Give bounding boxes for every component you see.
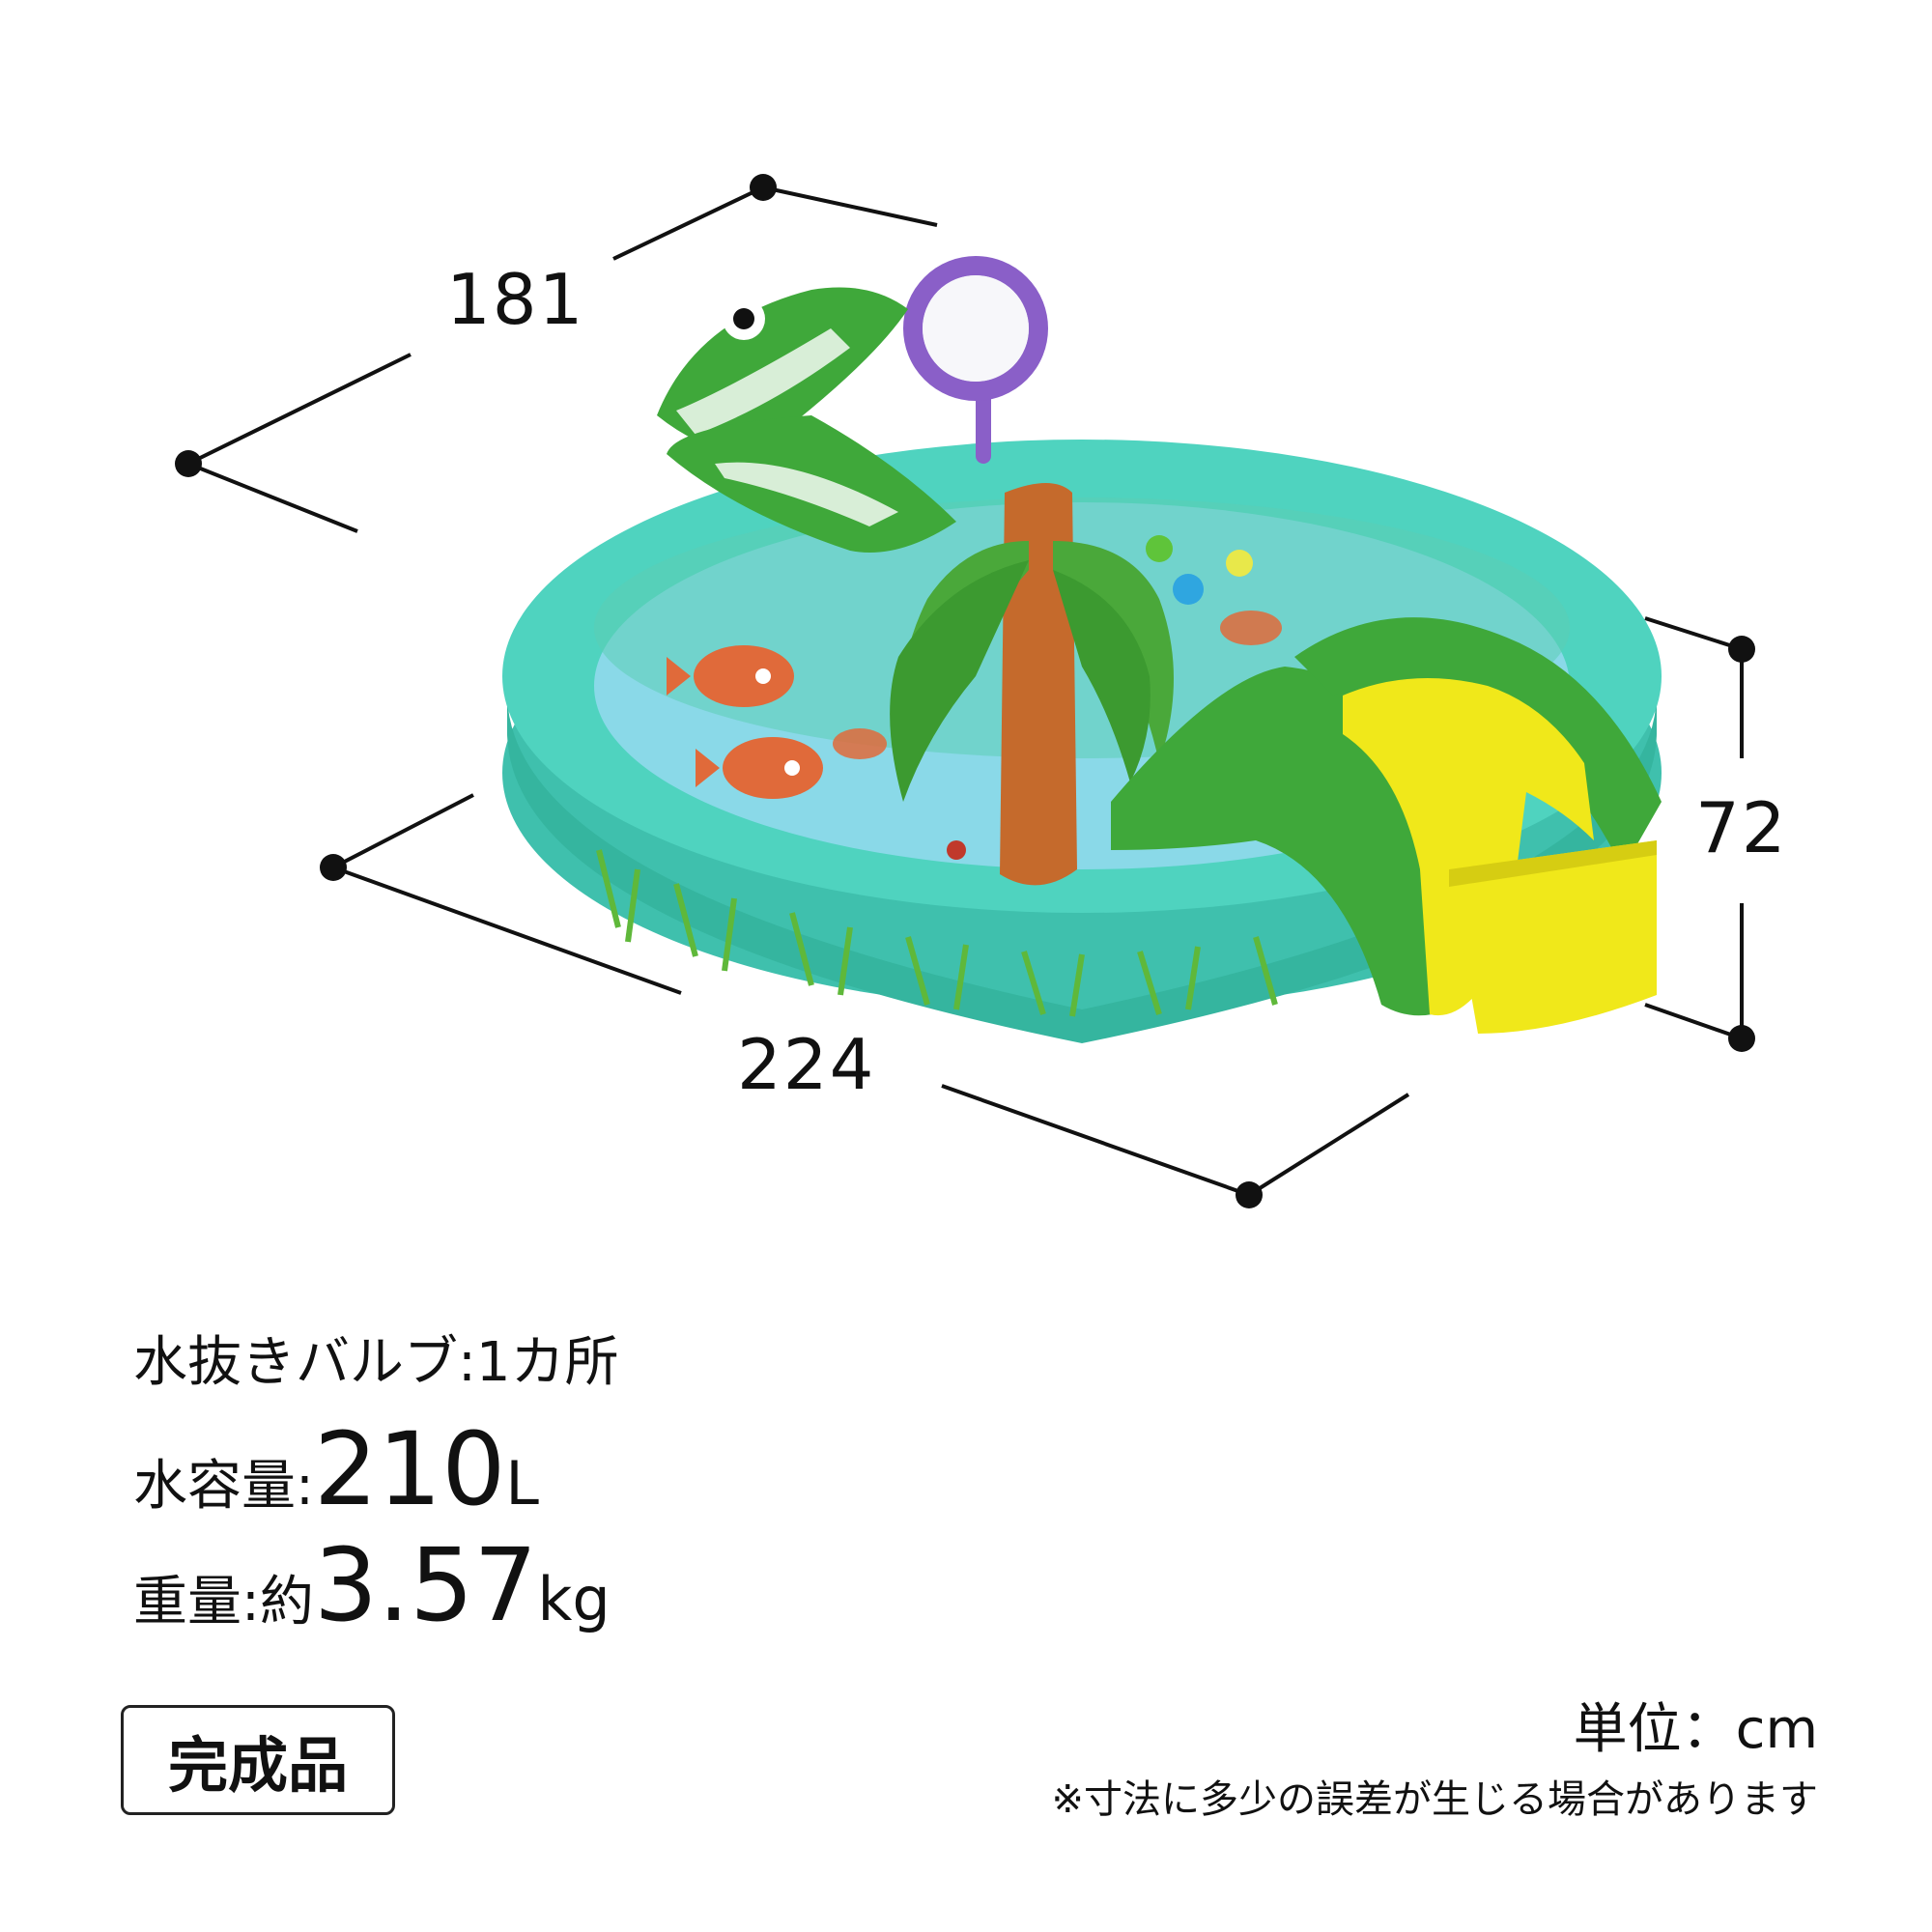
- dim-tick-width-a: [332, 793, 474, 869]
- spec-capacity-value: 210: [313, 1410, 506, 1528]
- spec-drain-value: 1カ所: [475, 1331, 619, 1394]
- spec-separator: :: [242, 1571, 260, 1634]
- dim-tick-depth-b: [762, 185, 938, 227]
- spec-capacity-label: 水容量: [133, 1455, 296, 1518]
- dim-dot: [1728, 1025, 1755, 1052]
- dim-tick-height-a: [1644, 616, 1743, 651]
- hoop: [903, 256, 1048, 464]
- palm-tree: [890, 483, 1174, 886]
- dimension-height-label: 72: [1695, 787, 1788, 868]
- spec-weight-unit: kg: [537, 1564, 611, 1634]
- grass-pattern: [596, 849, 1278, 1017]
- dimension-dots: [175, 174, 1755, 1208]
- dimension-lines: [187, 185, 1744, 1197]
- dimension-depth-label: 181: [446, 259, 585, 340]
- fish-toys: [667, 611, 1282, 799]
- spec-weight-prefix: 約: [259, 1571, 314, 1634]
- dim-tick-depth-a: [187, 462, 358, 533]
- dim-line-depth-left: [187, 353, 412, 466]
- dim-tick-width-b: [1247, 1093, 1410, 1197]
- assembled-badge: 完成品: [121, 1705, 395, 1815]
- balls: [1146, 535, 1253, 605]
- spec-weight-label: 重量: [133, 1571, 242, 1634]
- dim-dot: [175, 450, 202, 477]
- unit-note: 単位：cm: [1573, 1698, 1818, 1761]
- spec-capacity: 水容量:210L: [133, 1410, 539, 1528]
- dim-line-width-left: [332, 866, 682, 995]
- spec-weight-value: 3.57: [313, 1526, 538, 1644]
- dimension-width-label: 224: [737, 1024, 876, 1105]
- spec-drain: 水抜きバルブ:1カ所: [133, 1319, 619, 1397]
- spec-capacity-unit: L: [505, 1448, 539, 1519]
- dim-tick-height-b: [1644, 1003, 1743, 1040]
- dim-dot: [1728, 636, 1755, 663]
- spec-weight: 重量:約3.57kg: [133, 1526, 611, 1644]
- disclaimer: ※寸法に多少の誤差が生じる場合があります: [1051, 1777, 1818, 1822]
- dim-dot: [320, 854, 347, 881]
- dim-dot: [1236, 1181, 1263, 1208]
- dim-line-depth-right: [612, 185, 764, 261]
- crocodile-head: [657, 287, 956, 553]
- slide: [1111, 617, 1662, 1034]
- spec-drain-label: 水抜きバルブ: [133, 1331, 458, 1394]
- spec-separator: :: [458, 1331, 476, 1394]
- dim-line-width-right: [941, 1084, 1250, 1197]
- dim-dot: [750, 174, 777, 201]
- spec-separator: :: [296, 1455, 314, 1518]
